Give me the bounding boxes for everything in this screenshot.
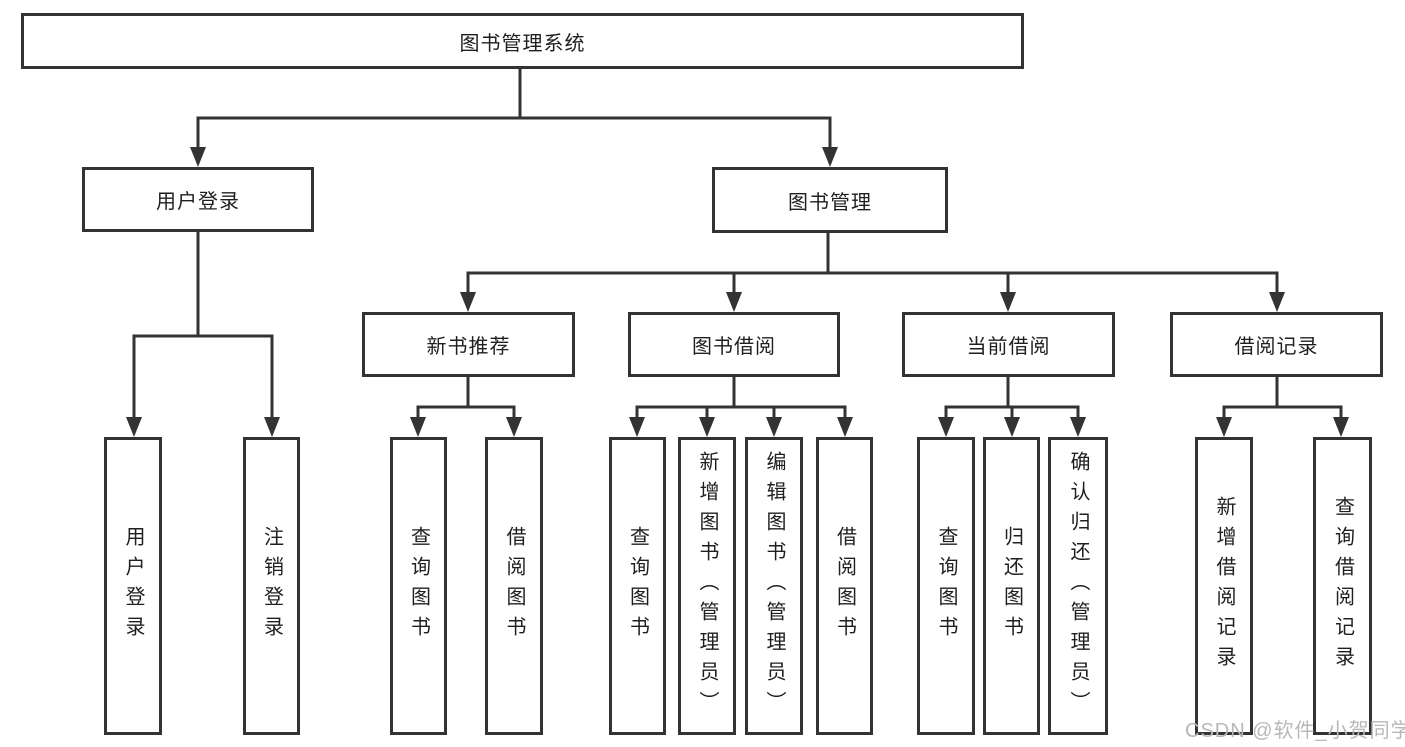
- leaf-user-login: 用户登录: [104, 437, 162, 735]
- leaf-nb-borrow-books-label: 借阅图书: [503, 526, 525, 646]
- leaf-br-add-record: 新增借阅记录: [1195, 437, 1253, 735]
- node-root-system: 图书管理系统: [21, 13, 1024, 69]
- node-borrow-records: 借阅记录: [1170, 312, 1383, 377]
- node-new-book-recommend: 新书推荐: [362, 312, 575, 377]
- node-book-management-branch: 图书管理: [712, 167, 948, 233]
- leaf-bb-add-books-admin: 新增图书（管理员）: [678, 437, 736, 735]
- leaf-bb-edit-books-admin-label: 编辑图书（管理员）: [763, 451, 785, 721]
- leaf-user-login-label: 用户登录: [122, 526, 144, 646]
- leaf-br-query-record-label: 查询借阅记录: [1331, 496, 1354, 676]
- node-book-management-branch-label: 图书管理: [788, 191, 872, 214]
- leaf-cb-return-books: 归还图书: [983, 437, 1040, 735]
- leaf-br-add-record-label: 新增借阅记录: [1213, 496, 1235, 676]
- leaf-cb-confirm-return-admin-label: 确认归还（管理员）: [1067, 451, 1089, 721]
- leaf-bb-borrow-books-label: 借阅图书: [833, 526, 856, 646]
- leaf-logout: 注销登录: [243, 437, 300, 735]
- leaf-bb-add-books-admin-label: 新增图书（管理员）: [696, 451, 718, 721]
- leaf-bb-borrow-books: 借阅图书: [816, 437, 873, 735]
- node-user-login-branch-label: 用户登录: [156, 191, 240, 213]
- node-user-login-branch: 用户登录: [82, 167, 314, 232]
- leaf-cb-confirm-return-admin: 确认归还（管理员）: [1048, 437, 1108, 735]
- leaf-nb-borrow-books: 借阅图书: [485, 437, 543, 735]
- leaf-bb-edit-books-admin: 编辑图书（管理员）: [745, 437, 803, 735]
- arrowheads: [126, 147, 1349, 437]
- node-new-book-recommend-label: 新书推荐: [426, 336, 511, 358]
- csdn-watermark: CSDN @软件_小贺同学: [1185, 720, 1405, 742]
- node-book-borrow-label: 图书借阅: [692, 336, 776, 358]
- leaf-nb-query-books-label: 查询图书: [407, 526, 430, 646]
- leaf-cb-return-books-label: 归还图书: [1000, 526, 1023, 646]
- leaf-cb-query-books-label: 查询图书: [935, 526, 957, 646]
- node-root-system-label: 图书管理系统: [459, 32, 586, 55]
- leaf-nb-query-books: 查询图书: [390, 437, 447, 735]
- leaf-br-query-record: 查询借阅记录: [1313, 437, 1372, 735]
- node-borrow-records-label: 借阅记录: [1234, 336, 1319, 358]
- leaf-bb-query-books-label: 查询图书: [626, 526, 649, 646]
- leaf-bb-query-books: 查询图书: [609, 437, 666, 735]
- node-book-borrow: 图书借阅: [628, 312, 840, 377]
- leaf-logout-label: 注销登录: [260, 526, 283, 646]
- node-current-borrow-label: 当前借阅: [966, 336, 1051, 358]
- node-current-borrow: 当前借阅: [902, 312, 1115, 377]
- leaf-cb-query-books: 查询图书: [917, 437, 975, 735]
